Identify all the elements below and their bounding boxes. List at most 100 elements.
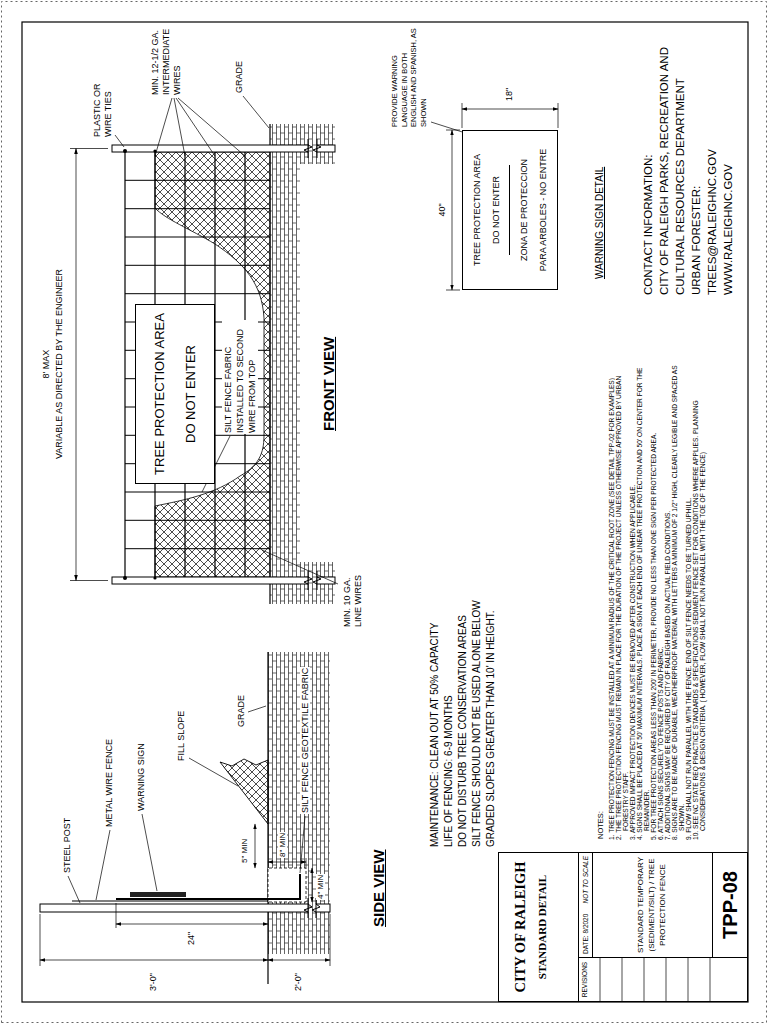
callout-label: PLASTIC OR WIRE TIES [92, 76, 114, 138]
drawing-title-cell: STANDARD TEMPORARY (SEDIMENT/SILT) / TRE… [592, 852, 713, 958]
dimension-label: 5" MIN [240, 838, 249, 864]
note-text: 1. TREE PROTECTION FENCING MUST BE INSTA… [608, 360, 615, 840]
fence-post [304, 139, 321, 590]
dimension-line [40, 824, 330, 966]
dimension-line [76, 149, 77, 581]
leader-line [155, 98, 245, 156]
node-text: TREE PROTECTION AREA [472, 154, 482, 266]
dimension-line [40, 960, 268, 961]
dimension-line [255, 824, 256, 868]
callout-label: GRADE [234, 60, 244, 94]
note-text: 9. FLOW SHALL NOT RUN PARALLEL WITH THE … [685, 360, 692, 840]
dimension-label: 8' MAX [41, 349, 51, 380]
note-text: 10. SEE NC STATE REQ PRACTICE STANDARDS … [692, 360, 706, 840]
contact-text: CITY OF RALEIGH PARKS, RECREATION AND [656, 46, 672, 296]
callout-label: FILL SLOPE [176, 710, 186, 762]
note-text: 6. ATTACH SIGNS SECURELY TO FENCE POSTS … [657, 360, 664, 840]
leader-line [96, 830, 110, 900]
leader-line [142, 814, 157, 891]
dimension-label: 4" MIN [316, 874, 325, 900]
date-cell: DATE: 8/2020NOT TO SCALE [578, 852, 593, 958]
node-text: STANDARD DETAIL [536, 875, 548, 979]
dimension-label: VARIABLE AS DIRECTED BY THE ENGINEER [54, 268, 64, 460]
revision-rows [600, 957, 710, 1002]
dimension-line [312, 868, 313, 902]
fence-wires [125, 152, 270, 577]
wire-tie [123, 576, 127, 580]
dimension-label: 8" MIN [278, 832, 287, 858]
dimension-label: 40" [437, 202, 447, 217]
contact-text: CONTACT INFORMATION: [640, 153, 656, 296]
callout-label: SILT FENCE GEOTEXTILE FABRIC [300, 667, 310, 814]
fill-slope [220, 759, 268, 824]
callout-label: METAL WIRE FENCE [104, 738, 114, 828]
steel-post [40, 904, 308, 912]
ground-hatch [268, 652, 330, 984]
silt-fence-fabric [116, 874, 300, 899]
callout-label: MIN. 12-1/2 GA. INTERMEDIATE WIRES [150, 26, 183, 96]
note-text: 8. SIGNS ARE TO BE MADE OF DURABLE, WEAT… [671, 360, 685, 840]
dimension-line [70, 149, 108, 581]
warning-sign-plate [130, 892, 186, 897]
note-text: 2. THE TREE PROTECTION FENCING MUST REMA… [615, 360, 629, 840]
dimension-line [70, 149, 108, 581]
sheet-border [22, 22, 748, 1002]
dimension-label: 24" [186, 931, 196, 946]
note-text: 5. FOR TREE PROTECTION AREAS LESS THAN 2… [650, 360, 657, 840]
dimension-line [268, 960, 330, 961]
dimension-label: 3'-0" [148, 972, 158, 992]
leader-line [115, 96, 338, 584]
revision-rows [600, 957, 710, 1002]
dimension-line [116, 924, 268, 925]
silt-fence-fabric [116, 874, 300, 899]
note-text: 7. ADDITIONAL SIGNS MAY BE REQUIRED BY C… [664, 360, 671, 840]
dimension-line [40, 858, 330, 966]
fence-post [112, 139, 335, 590]
leader-line [243, 96, 269, 128]
dimension-label: 2'-0" [293, 972, 303, 992]
fence-sign: TREE PROTECTION AREADO NOT ENTER [135, 304, 215, 484]
callout-label: STEEL POST [62, 817, 72, 874]
node-text: NOT TO SCALE [582, 856, 589, 904]
maintenance-note: SILT FENCE SHOULD NOT BE USED ALONE BELO… [470, 576, 498, 848]
metal-wire-fence [72, 900, 268, 901]
title-block: CITY OF RALEIGH STANDARD DETAIL REVISIONS D… [498, 852, 748, 1002]
fence-wires [125, 180, 270, 548]
dimension-line [462, 109, 558, 110]
node-text: PARA ARBOLES - NO ENTRE [538, 149, 548, 271]
node-text: TPP-08 [719, 871, 742, 939]
drawing-number-cell: TPP-08 [712, 852, 748, 958]
steel-post [40, 898, 330, 918]
revisions-cell: REVISIONS [578, 957, 748, 1002]
contact-text: TREES@RALEIGHNC.GOV [704, 148, 720, 296]
dimension-label: 18" [504, 87, 514, 102]
callout-label: PROVIDE WARNING LANGUAGE IN BOTH ENGLISH… [390, 26, 428, 128]
view-title: SIDE VIEW [370, 848, 387, 928]
node-text: CITY OF RALEIGH [512, 861, 529, 992]
dimension-line [268, 862, 306, 863]
dimension-line [446, 103, 558, 290]
callout-label: GRADE [236, 694, 246, 728]
maintenance-note: DO NOT DISTURB TREE CONSERVATION AREAS [456, 576, 470, 848]
fill-slope [220, 759, 268, 824]
warning-sign-plate [130, 892, 186, 897]
leader-line [68, 876, 80, 903]
contact-text: URBAN FORESTER: [688, 185, 704, 296]
sign-divider [509, 165, 510, 255]
leader-line [189, 758, 238, 786]
node-text: REVISIONS [581, 962, 588, 997]
callout-label: WARNING SIGN [136, 742, 146, 812]
leader-line [262, 550, 338, 584]
node-text: TREE PROTECTION AREA [152, 313, 167, 475]
leader-line [68, 706, 305, 903]
leader-line [300, 816, 305, 873]
callout-label: MIN. 10 GA. LINE WIRES [342, 562, 364, 628]
notes-heading: NOTES: [597, 810, 606, 840]
fence-post [112, 577, 308, 584]
note-text: 4. SIGNS SHALL BE PLACED AT 50' MAXIMUM … [636, 360, 650, 840]
node-text: DO NOT ENTER [491, 176, 501, 244]
contact-text: WWW.RALEIGHNC.GOV [720, 163, 736, 296]
maintenance-note: MAINTENANCE: CLEAN OUT AT 50% CAPACITY [428, 576, 442, 848]
